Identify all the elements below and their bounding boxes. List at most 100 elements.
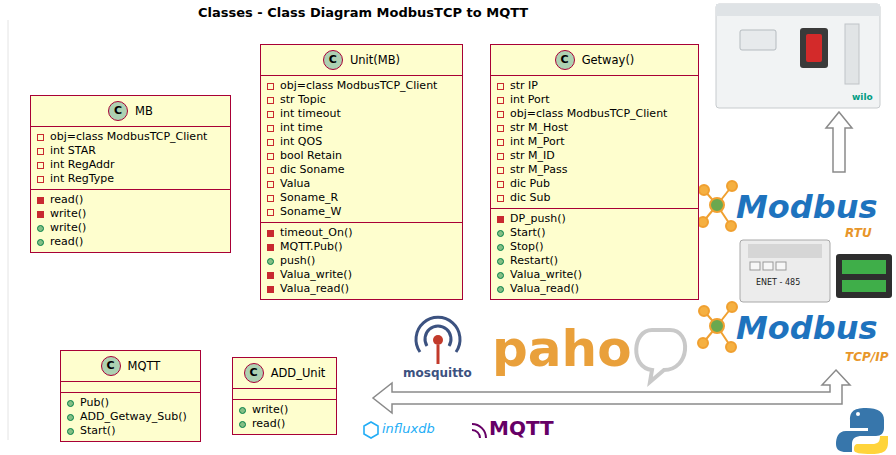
attribute-row: Valua [267,177,454,191]
visibility-marker [497,153,504,160]
attribute-text: int Port [510,93,550,107]
attribute-text: dic Sub [510,191,551,205]
method-row: Start() [67,424,192,438]
method-section: timeout_On()MQTT.Pub()push()Valua_write(… [261,222,462,299]
class-name: ADD_Unit [271,366,326,380]
class-name: MQTT [128,359,161,373]
method-section: DP_push()Start()Stop()Restart()Valua_wri… [491,208,698,299]
attribute-text: str IP [510,79,538,93]
attribute-text: int M_Port [510,135,565,149]
method-row: read() [37,235,222,249]
method-section: read()write()write()read() [31,189,230,252]
attribute-section [61,381,200,392]
attribute-text: Valua [280,177,310,191]
attribute-text: int STAR [50,144,96,158]
method-row: write() [37,207,222,221]
attribute-row: Soname_R [267,191,454,205]
attribute-text: int time [280,121,323,135]
class-icon: C [244,363,264,383]
visibility-marker [497,258,504,265]
attribute-row: str Topic [267,93,454,107]
attribute-row: int STAR [37,144,222,158]
logo-text: Modbus [736,188,877,226]
class-box: CGetway() str IPint Portobj=class ModbusT… [490,44,699,300]
visibility-marker [37,162,44,169]
attribute-row: bool Retain [267,149,454,163]
attribute-row: obj=class ModbusTCP_Client [497,107,690,121]
mosquitto-icon [416,317,460,364]
attribute-text: str M_ID [510,149,555,163]
method-text: Valua_write() [510,268,582,282]
logo-text: MQTT [489,416,554,440]
attribute-row: dic Soname [267,163,454,177]
visibility-marker [267,97,274,104]
class-header: CMB [31,96,230,126]
visibility-marker [239,407,246,414]
method-text: Valua_write() [280,268,352,282]
visibility-marker [267,230,274,237]
attribute-text: Soname_W [280,205,341,219]
attribute-text: int RegType [50,172,114,186]
visibility-marker [267,181,274,188]
visibility-marker [267,258,274,265]
method-text: push() [280,254,315,268]
method-section: Pub()ADD_Getway_Sub()Start() [61,392,200,441]
attribute-text: int RegAddr [50,158,115,172]
attribute-row: int Port [497,93,690,107]
method-text: MQTT.Pub() [280,240,343,254]
attribute-text: obj=class ModbusTCP_Client [50,130,207,144]
class-header: C ADD_Unit [233,358,336,388]
method-row: read() [239,417,328,431]
method-row: DP_push() [497,212,690,226]
method-row: write() [37,221,222,235]
visibility-marker [267,272,274,279]
visibility-marker [497,230,504,237]
visibility-marker [497,216,504,223]
visibility-marker [497,167,504,174]
attribute-text: dic Pub [510,177,550,191]
method-text: ADD_Getway_Sub() [80,410,187,424]
attribute-section [233,388,336,399]
attribute-row: Soname_W [267,205,454,219]
attribute-row: str IP [497,79,690,93]
method-text: Stop() [510,240,544,254]
influxdb-icon [364,422,378,438]
class-box: CUnit(MB)obj=class ModbusTCP_Clientstr T… [260,44,463,300]
attribute-row: int RegAddr [37,158,222,172]
attribute-text: dic Soname [280,163,345,177]
method-row: Valua_read() [497,282,690,296]
attribute-row: int QOS [267,135,454,149]
class-box: CMBobj=class ModbusTCP_Clientint STARint… [30,95,231,253]
page-rule [8,20,9,440]
logo-text: paho [492,320,631,378]
mqtt-icon [472,424,486,438]
brand-label: wilo [852,92,873,102]
method-text: Pub() [80,396,109,410]
attribute-row: int M_Port [497,135,690,149]
visibility-marker [267,244,274,251]
method-text: DP_push() [510,212,566,226]
attribute-section: obj=class ModbusTCP_Clientstr Topicint t… [261,75,462,222]
attribute-text: Soname_R [280,191,338,205]
method-text: write() [252,403,288,417]
method-section: write()read() [233,399,336,434]
method-text: Start() [510,226,545,240]
device-label: ENET - 485 [756,278,800,287]
attribute-row: int RegType [37,172,222,186]
visibility-marker [267,125,274,132]
attribute-text: obj=class ModbusTCP_Client [510,107,667,121]
class-name: Getway() [582,53,635,67]
visibility-marker [267,195,274,202]
enet-device [740,240,830,302]
hollow-arrow [826,112,852,172]
method-row: Valua_write() [497,268,690,282]
visibility-marker [267,153,274,160]
method-row: push() [267,254,454,268]
visibility-marker [37,148,44,155]
visibility-marker [37,211,44,218]
method-text: timeout_On() [280,226,353,240]
class-header: CGetway() [491,45,698,75]
attribute-text: str Topic [280,93,326,107]
attribute-row: str M_Pass [497,163,690,177]
class-icon: C [323,50,343,70]
